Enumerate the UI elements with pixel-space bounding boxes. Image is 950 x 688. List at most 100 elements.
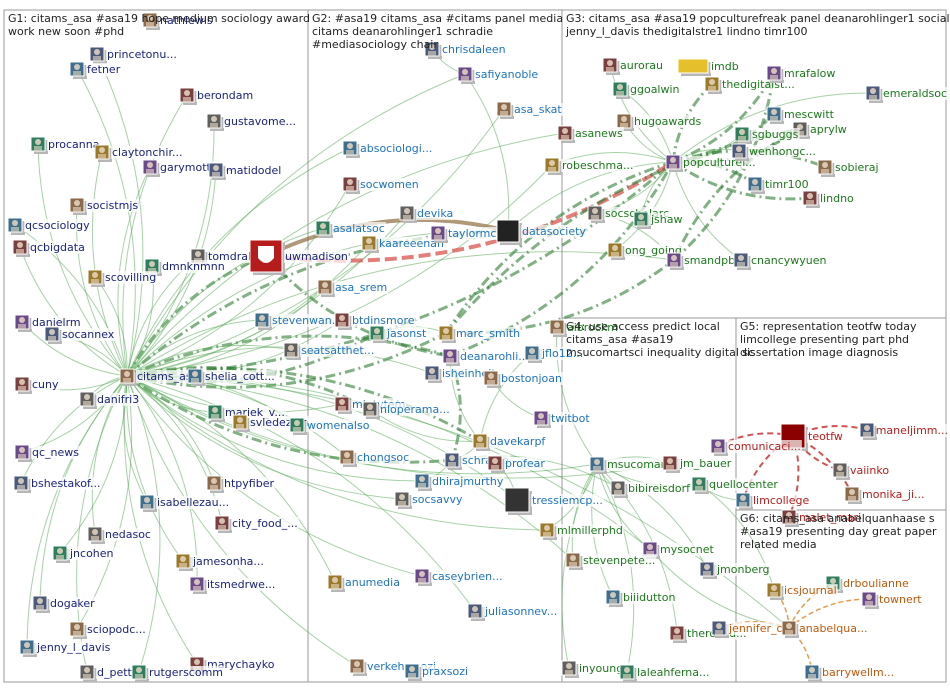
node-biiidutton[interactable]: biiidutton xyxy=(605,589,677,607)
node-cnancywyuen[interactable]: cnancywyuen xyxy=(733,252,828,270)
node-city_food[interactable]: city_food_... xyxy=(214,515,299,533)
node-qcbigdata[interactable]: qcbigdata xyxy=(12,239,86,257)
node-sobieraj[interactable]: sobieraj xyxy=(817,159,880,177)
node-anumedia[interactable]: anumedia xyxy=(327,574,401,592)
node-berondam[interactable]: berondam xyxy=(179,87,255,105)
node-sgbuggs[interactable]: sgbuggs xyxy=(734,126,800,144)
node-jncohen[interactable]: jncohen xyxy=(52,545,115,563)
node-hugoawards[interactable]: hugoawards xyxy=(616,113,703,131)
node-princetonu[interactable]: princetonu... xyxy=(89,46,178,64)
node-juliasonnev[interactable]: juliasonnev... xyxy=(467,603,559,621)
node-aprylw[interactable]: aprylw xyxy=(792,121,848,139)
node-datasociety[interactable]: datasociety xyxy=(496,219,588,245)
node-jamesonha[interactable]: jamesonha... xyxy=(175,553,265,571)
node-isabellezau[interactable]: isabellezau... xyxy=(139,494,231,512)
node-jshaw[interactable]: jshaw xyxy=(633,211,684,229)
node-socannex[interactable]: socannex xyxy=(44,326,116,344)
node-jasonst[interactable]: jasonst xyxy=(369,325,428,343)
node-nathlewis[interactable]: nathlewis xyxy=(142,12,214,30)
node-bostonjoan[interactable]: bostonjoan xyxy=(483,370,563,388)
node-aurorau[interactable]: aurorau xyxy=(602,57,664,75)
node-bshestakof[interactable]: bshestakof... xyxy=(13,475,102,493)
node-htpyfiber[interactable]: htpyfiber xyxy=(206,475,276,493)
node-icsjournal[interactable]: icsjournal xyxy=(766,582,838,600)
node-shelia_cott[interactable]: shelia_cott... xyxy=(187,368,276,386)
node-socsavvy[interactable]: socsavvy xyxy=(394,491,464,509)
node-imdb[interactable]: imdb xyxy=(677,58,740,76)
node-mescwitt[interactable]: mescwitt xyxy=(766,106,836,124)
node-emeraldsoc[interactable]: emeraldsoc xyxy=(865,85,949,103)
node-smandpbot[interactable]: smandpbot xyxy=(666,252,748,270)
node-deanarohli[interactable]: deanarohli... xyxy=(442,348,530,366)
node-timr100[interactable]: timr100 xyxy=(747,176,810,194)
node-praxsozi[interactable]: praxsozi xyxy=(404,663,470,681)
node-drboulianne[interactable]: drboulianne xyxy=(825,575,910,593)
node-bibireisdorf[interactable]: bibireisdorf xyxy=(610,480,693,498)
node-procanna[interactable]: procanna xyxy=(30,136,101,154)
node-asa_skat[interactable]: asa_skat xyxy=(496,101,564,119)
node-uwmadison[interactable]: uwmadison xyxy=(249,239,349,275)
node-robeschma[interactable]: robeschma... xyxy=(544,157,635,175)
node-cuny[interactable]: cuny xyxy=(14,376,60,394)
node-devika[interactable]: devika xyxy=(399,205,455,223)
node-dmnknmnn[interactable]: dmnknmnn xyxy=(144,258,226,276)
node-tressiemcp[interactable]: tressiemcp... xyxy=(504,487,604,515)
node-teotfw[interactable]: teotfw xyxy=(780,423,844,451)
node-isheinheit[interactable]: isheinheit xyxy=(424,365,498,383)
node-itsmedrwe[interactable]: itsmedrwe... xyxy=(189,576,277,594)
node-ggoalwin[interactable]: ggoalwin xyxy=(612,81,681,99)
node-limcollege[interactable]: limcollege xyxy=(735,492,811,510)
node-asalatsoc[interactable]: asalatsoc xyxy=(315,220,386,238)
node-malet_mari[interactable]: malet_mari xyxy=(781,509,863,527)
node-barrywellm[interactable]: barrywellm... xyxy=(804,664,896,682)
node-btdinsmore[interactable]: btdinsmore xyxy=(334,312,416,330)
node-laleahferna[interactable]: laleahferna... xyxy=(619,664,711,682)
node-marc_smith[interactable]: marc_smith xyxy=(438,325,522,343)
node-womenalso[interactable]: womenalso xyxy=(289,417,371,435)
node-stevenpete[interactable]: stevenpete... xyxy=(565,552,657,570)
node-qcsociology[interactable]: qcsociology xyxy=(7,217,92,235)
node-asa_srem[interactable]: asa_srem xyxy=(317,279,389,297)
node-maneljimm[interactable]: maneljimm... xyxy=(859,422,950,440)
node-jmonberg[interactable]: jmonberg xyxy=(699,561,771,579)
node-jflo12[interactable]: jflo12... xyxy=(524,345,585,363)
node-sciopodc[interactable]: sciopodc... xyxy=(69,621,147,639)
node-nloperama[interactable]: nloperama... xyxy=(362,401,451,419)
node-matidodel[interactable]: matidodel xyxy=(208,162,283,180)
node-monika_ji[interactable]: monika_ji... xyxy=(844,486,926,504)
node-caseybrien[interactable]: caseybrien... xyxy=(414,568,504,586)
node-qc_news[interactable]: qc_news xyxy=(14,444,81,462)
node-socistmjs[interactable]: socistmjs xyxy=(69,197,140,215)
node-stevenwan[interactable]: stevenwan... xyxy=(254,312,344,330)
node-citams_asa[interactable]: citams_as xyxy=(119,368,193,386)
node-lindno[interactable]: lindno xyxy=(802,190,856,208)
node-jenny_l_davis[interactable]: jenny_l_davis xyxy=(19,639,112,657)
node-danielrm[interactable]: danielrm xyxy=(14,314,82,332)
node-claytonchir[interactable]: claytonchir... xyxy=(94,144,184,162)
node-rutgerscomm[interactable]: rutgerscomm xyxy=(131,664,225,682)
node-davekarpf[interactable]: davekarpf xyxy=(472,433,548,451)
node-jm_bauer[interactable]: jm_bauer xyxy=(662,455,733,473)
node-wenhongc[interactable]: wenhongc... xyxy=(731,143,817,161)
node-nedasoc[interactable]: nedasoc xyxy=(87,526,152,544)
node-mrafalow[interactable]: mrafalow xyxy=(766,65,837,83)
node-vaiinko[interactable]: vaiinko xyxy=(832,462,891,480)
node-seatsatthet[interactable]: seatsatthet... xyxy=(283,342,376,360)
node-chrisdaleen[interactable]: chrisdaleen xyxy=(424,41,507,59)
node-scovilling[interactable]: scovilling xyxy=(87,269,158,287)
node-kaareeenah[interactable]: kaareeenah xyxy=(361,235,445,253)
node-chongsoc[interactable]: chongsoc xyxy=(339,449,411,467)
node-msucomart[interactable]: msucomart... xyxy=(589,456,681,474)
node-twitbot[interactable]: twitbot xyxy=(533,410,592,428)
node-absociologi[interactable]: absociologi... xyxy=(342,140,434,158)
node-gustavome[interactable]: gustavome... xyxy=(206,113,297,131)
node-dhirajmurthy[interactable]: dhirajmurthy xyxy=(414,473,505,491)
node-anabelqua[interactable]: anabelqua... xyxy=(781,620,869,638)
node-mlmillerphd[interactable]: mlmillerphd xyxy=(539,522,624,540)
node-profear[interactable]: profear xyxy=(487,455,547,473)
node-mysocnet[interactable]: mysocnet xyxy=(642,541,716,559)
node-danifri3[interactable]: danifri3 xyxy=(79,391,141,409)
node-asanews[interactable]: asanews xyxy=(557,125,624,143)
node-aibrockm[interactable]: aibrockm xyxy=(549,319,619,337)
node-quellocenter[interactable]: quellocenter xyxy=(691,476,780,494)
